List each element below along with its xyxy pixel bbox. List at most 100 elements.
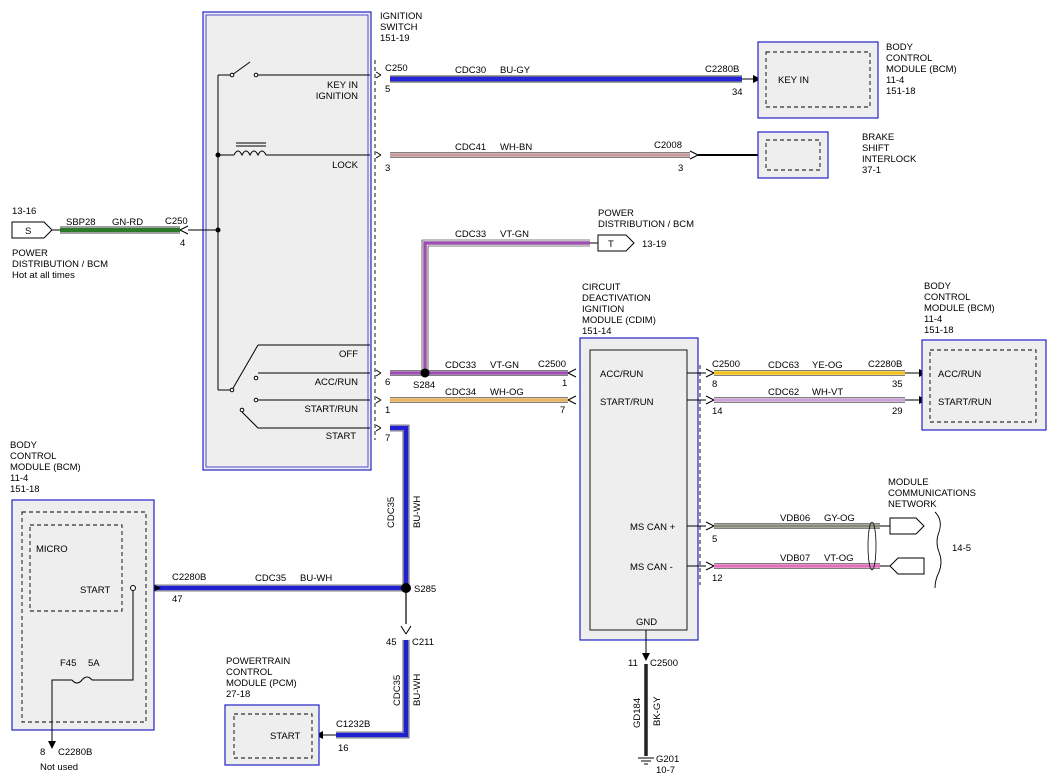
c2280b-pin-29: 29 <box>892 406 903 417</box>
can-plus-pin-5: 5 <box>712 534 717 545</box>
bcm-start-label: START <box>80 585 110 596</box>
cdc62-label: CDC62 <box>768 387 799 398</box>
c1232b-pin-16: 16 <box>338 743 349 754</box>
ignition-switch: IGNITION SWITCH 151-19 KEY IN IGNITION L… <box>202 11 422 471</box>
cdim: CIRCUIT DEACTIVATION IGNITION MODULE (CD… <box>579 282 706 650</box>
cdim-ms-can-minus: MS CAN - <box>630 562 673 573</box>
c2008-label: C2008 <box>654 140 682 151</box>
cdc33-acc-label: CDC33 <box>445 360 476 371</box>
start-run-label: START/RUN <box>305 404 359 415</box>
s285-label: S285 <box>414 584 436 595</box>
circuit-cdc33-acc: 6 S284 CDC33 VT-GN C2500 1 <box>385 359 577 391</box>
lock-pin-3: 3 <box>385 163 390 174</box>
circuit-cdc63: C2500 8 CDC63 YE-OG C2280B 35 <box>705 359 927 390</box>
pcm-ref: 27-18 <box>226 689 250 700</box>
power-t-label-2: DISTRIBUTION / BCM <box>598 219 694 230</box>
module-network: MODULE COMMUNICATIONS NETWORK 14-5 <box>888 477 976 589</box>
cdc35-vertical-label: CDC35 <box>386 497 397 528</box>
bcm-right-title: BODY <box>924 281 952 292</box>
c2500-pin-7: 7 <box>560 405 565 416</box>
key-in-input: KEY IN <box>778 75 809 86</box>
key-in-label: KEY IN <box>327 80 358 91</box>
cdc63-label: CDC63 <box>768 360 799 371</box>
start-run-pin-1: 1 <box>385 405 390 416</box>
circuit-cdc30: C250 5 CDC30 BU-GY C2280B 34 <box>385 63 761 98</box>
bcm-right-title-3: MODULE (BCM) <box>924 303 995 314</box>
power-source-s: 13-16 S SBP28 GN-RD C250 4 POWER DISTRIB… <box>11 206 218 281</box>
c2500-pin-14: 14 <box>712 406 723 417</box>
gn-rd-label: GN-RD <box>112 217 143 228</box>
c2500-bottom-label: C2500 <box>650 658 678 669</box>
cdim-title-2: DEACTIVATION <box>582 293 651 304</box>
power-t-label: POWER <box>598 208 634 219</box>
c2280b-top-label: C2280B <box>705 64 739 75</box>
c2280b-pin-8: 8 <box>40 747 45 758</box>
circuit-cdc33-power-t: CDC33 VT-GN T 13-19 POWER DISTRIBUTION /… <box>421 208 694 373</box>
wh-og-label: WH-OG <box>490 387 524 398</box>
fuse-f45: F45 <box>60 658 76 669</box>
bcm-left-title: BODY <box>10 440 38 451</box>
ignition-label: IGNITION <box>316 91 358 102</box>
bcm-left-ref-2: 151-18 <box>10 484 40 495</box>
bcm-top-title-2: CONTROL <box>886 53 932 64</box>
pcm-start-label: START <box>270 731 300 742</box>
c250-left-label: C250 <box>165 216 188 227</box>
cdim-title-3: IGNITION <box>582 304 624 315</box>
c2008-pin-3: 3 <box>678 163 683 174</box>
cdim-gnd: GND <box>636 617 657 628</box>
bcm-top-ref: 11-4 <box>886 75 904 86</box>
c250-pin-4: 4 <box>180 238 185 249</box>
network-title-3: NETWORK <box>888 499 937 510</box>
vt-gn-top-label: VT-GN <box>500 229 529 240</box>
fuse-rating: 5A <box>88 658 100 669</box>
bcm-start-run: START/RUN <box>938 397 992 408</box>
ignition-switch-title: IGNITION <box>380 11 422 22</box>
bk-gy-label: BK-GY <box>652 696 663 726</box>
network-ref: 14-5 <box>952 543 971 554</box>
pcm: POWERTRAIN CONTROL MODULE (PCM) 27-18 ST… <box>224 656 320 766</box>
bcm-top: KEY IN BODY CONTROL MODULE (BCM) 11-4 15… <box>757 41 957 119</box>
bcm-left-ref: 11-4 <box>10 473 28 484</box>
c2280b-right-label: C2280B <box>868 359 902 370</box>
ground-ref: 10-7 <box>656 765 675 776</box>
cdc35-horizontal-label: CDC35 <box>255 573 286 584</box>
pcm-title-2: CONTROL <box>226 667 272 678</box>
wh-bn-label: WH-BN <box>500 142 532 153</box>
c250-label: C250 <box>385 63 408 74</box>
c2500-pin-8: 8 <box>712 379 717 390</box>
c2280b-bottom-label: C2280B <box>58 747 92 758</box>
cdc34-label: CDC34 <box>445 387 476 398</box>
bcm-left: BODY CONTROL MODULE (BCM) 11-4 151-18 MI… <box>10 440 155 773</box>
off-label: OFF <box>339 349 358 360</box>
micro-label: MICRO <box>36 544 68 555</box>
cdc41-label: CDC41 <box>455 142 486 153</box>
ignition-switch-ref: 151-19 <box>380 33 410 44</box>
circuit-vdb07: 12 VDB07 VT-OG <box>705 521 925 584</box>
bcm-top-title-3: MODULE (BCM) <box>886 64 957 75</box>
bcm-left-title-3: MODULE (BCM) <box>10 462 81 473</box>
c2500-left-label: C2500 <box>538 359 566 370</box>
cdim-start-run: START/RUN <box>600 397 654 408</box>
ye-og-label: YE-OG <box>812 360 843 371</box>
vdb07-label: VDB07 <box>780 553 810 564</box>
network-title-2: COMMUNICATIONS <box>888 488 976 499</box>
bcm-right: BODY CONTROL MODULE (BCM) 11-4 151-18 AC… <box>921 281 1047 431</box>
c2280b-left-label: C2280B <box>172 572 206 583</box>
bcm-acc-run: ACC/RUN <box>938 369 981 380</box>
hot-at-all-times: Hot at all times <box>12 270 75 281</box>
bu-wh-vertical-label: BU-WH <box>412 496 423 528</box>
splice-s284 <box>420 368 430 378</box>
vt-og-label: VT-OG <box>824 553 854 564</box>
bcm-top-ref-2: 151-18 <box>886 86 916 97</box>
ground-circuit: 11 C2500 GD184 BK-GY G201 10-7 <box>628 650 679 776</box>
bcm-top-title: BODY <box>886 42 914 53</box>
bcm-left-title-2: CONTROL <box>10 451 56 462</box>
brake-shift-ref: 37-1 <box>862 165 881 176</box>
pcm-title: POWERTRAIN <box>226 656 290 667</box>
sbp28-label: SBP28 <box>66 217 96 228</box>
cdim-title-4: MODULE (CDIM) <box>582 315 656 326</box>
circuit-vdb06: 5 VDB06 GY-OG <box>705 513 925 545</box>
circuit-cdc35: 7 CDC35 BU-WH S285 C2280B 47 CDC35 BU-WH… <box>135 424 436 754</box>
